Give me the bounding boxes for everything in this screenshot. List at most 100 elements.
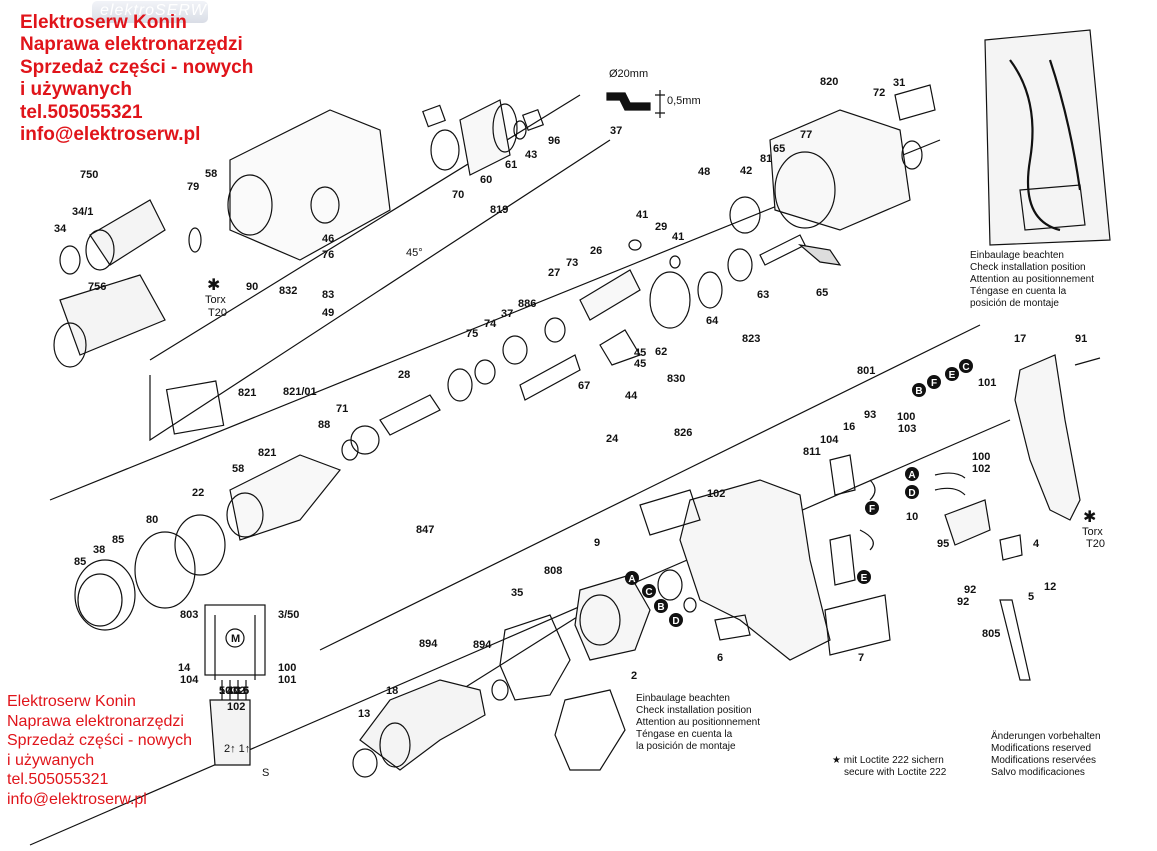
watermark-line: Elektroserw Konin	[7, 693, 136, 710]
terminal-label: 3	[235, 685, 241, 697]
note-line: la posición de montaje	[636, 741, 736, 752]
part-number-label: 90	[246, 281, 258, 293]
part-number-label: 45	[634, 358, 646, 370]
part-number-label: 7	[858, 652, 864, 664]
part-number-label: 821/01	[283, 386, 317, 398]
note-line: Änderungen vorbehalten	[991, 731, 1101, 742]
part-number-label: 808	[544, 565, 562, 577]
connector-letter-badge: C	[642, 584, 656, 598]
part-number-label: 4	[1033, 538, 1040, 550]
part-number-label: 41	[672, 231, 684, 243]
connector-letter-badge: B	[654, 599, 668, 613]
part-number-label: 44	[625, 390, 638, 402]
part-number-label: 13	[358, 708, 370, 720]
switch-cable	[829, 454, 1031, 681]
handle-half	[1014, 354, 1101, 521]
note-line: Einbaulage beachten	[636, 693, 730, 704]
part-number-label: 894	[473, 639, 492, 651]
watermark-line: i używanych	[20, 79, 132, 101]
part-number-label: 886	[518, 298, 536, 310]
note-line: Attention au positionnement	[970, 274, 1094, 285]
motor-parts	[352, 569, 697, 778]
part-number-label: 91	[1075, 333, 1087, 345]
part-number-label: 826	[674, 427, 692, 439]
part-number-label: 96	[548, 135, 560, 147]
connector-letter-badge: F	[927, 375, 941, 389]
connector-letter-badge: A	[905, 467, 919, 481]
note-line: ★ mit Loctite 222 sichern	[832, 755, 944, 766]
part-number-label: 811	[803, 446, 821, 458]
part-number-label: 95	[937, 538, 949, 550]
connector-letter: E	[949, 370, 956, 381]
part-number-label: 76	[322, 249, 334, 261]
part-number-label: 832	[279, 285, 297, 297]
part-number-label: 3/50	[278, 609, 299, 621]
part-number-label: 85	[112, 534, 124, 546]
brand-logo: elektroSERW	[92, 1, 208, 23]
part-number-label: 85	[74, 556, 86, 568]
watermark-line: tel.505055321	[7, 771, 109, 789]
part-number-label: 100	[897, 411, 915, 423]
note-line: secure with Loctite 222	[844, 767, 947, 778]
barrel-parts	[422, 99, 545, 176]
svg-text:✱: ✱	[207, 277, 220, 294]
part-number-label: 16	[843, 421, 855, 433]
frame-line	[319, 324, 981, 651]
watermark-line: Naprawa elektronarzędzi	[7, 712, 184, 730]
part-number-label: 46	[322, 233, 334, 245]
part-number-label: 102	[707, 488, 725, 500]
gear-housing	[227, 109, 391, 261]
part-number-label: 17	[1014, 333, 1026, 345]
watermark-line: Sprzedaż części - nowych	[7, 732, 192, 750]
terminal-label: 4	[227, 685, 234, 697]
connector-letter-badge: C	[959, 359, 973, 373]
part-number-label: 102	[227, 701, 245, 713]
part-number-label: 48	[698, 166, 710, 178]
connector-letter: D	[672, 616, 679, 627]
installation-note-center: Einbaulage beachten Check installation p…	[636, 693, 760, 753]
frame-line	[149, 139, 611, 442]
switch-label: 2↑ 1↑	[224, 743, 250, 755]
part-number-label: 2	[631, 670, 637, 682]
part-number-label: 58	[232, 463, 244, 475]
part-number-label: 24	[606, 433, 619, 445]
chuck-assembly	[53, 199, 202, 368]
schematic-ref: S	[262, 767, 269, 779]
part-number-label: 64	[706, 315, 719, 327]
part-number-label: 93	[864, 409, 876, 421]
connector-letter-badge: D	[669, 613, 683, 627]
part-number-label: 29	[655, 221, 667, 233]
part-number-label: 821	[258, 447, 276, 459]
part-number-label: 10	[906, 511, 918, 523]
part-number-label: 103	[219, 685, 237, 697]
part-number-label: 27	[548, 267, 560, 279]
note-line: Salvo modificaciones	[991, 767, 1085, 778]
piston-set	[474, 317, 641, 401]
part-number-label: 102	[227, 685, 245, 697]
torx-right-size: T20	[1086, 538, 1105, 550]
part-number-label: 805	[982, 628, 1000, 640]
part-number-label: 65	[773, 143, 785, 155]
part-number-label: 820	[820, 76, 838, 88]
part-number-label: 102	[972, 463, 990, 475]
shim-detail	[606, 90, 665, 118]
torx-icon: ✱	[1083, 509, 1096, 526]
part-number-label: 41	[636, 209, 648, 221]
part-number-label: 37	[501, 308, 513, 320]
note-line: Attention au positionnement	[636, 717, 760, 728]
part-number-label: 88	[318, 419, 330, 431]
part-number-label: 104	[820, 434, 839, 446]
frame-line	[29, 419, 1011, 846]
frame-line	[149, 94, 581, 361]
part-number-label: 103	[898, 423, 916, 435]
part-number-label: 81	[760, 153, 772, 165]
loctite-note: ★ mit Loctite 222 sichern secure with Lo…	[832, 755, 946, 779]
connector-letter: A	[908, 470, 915, 481]
wiring-schematic	[204, 604, 266, 766]
modifications-note: Änderungen vorbehalten Modifications res…	[991, 731, 1101, 779]
part-number-label: 72	[873, 87, 885, 99]
connector-letter-badge: E	[945, 367, 959, 381]
